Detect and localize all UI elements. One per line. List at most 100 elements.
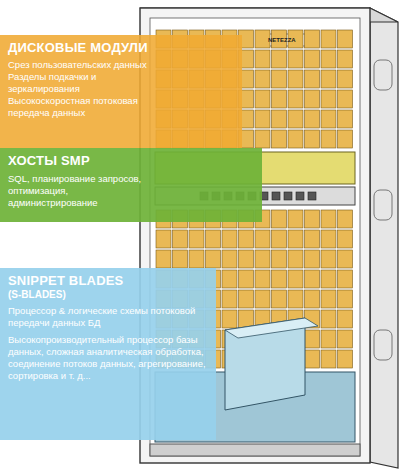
- disk-bay: [321, 210, 336, 228]
- switch-port: [272, 192, 280, 200]
- disk-bay: [255, 250, 270, 268]
- disk-bay: [222, 250, 237, 268]
- disk-bay: [288, 270, 303, 288]
- disk-bay: [288, 110, 303, 128]
- switch-port: [308, 192, 316, 200]
- disk-bay: [305, 330, 320, 348]
- band-text: Срез пользовательских данных: [8, 59, 158, 71]
- disk-bay: [206, 250, 221, 268]
- disk-bay: [305, 230, 320, 248]
- disk-bay: [156, 230, 171, 248]
- disk-bay: [255, 50, 270, 68]
- band-text: Высокоскоростная потоковая передача данн…: [8, 95, 158, 119]
- disk-bay: [239, 230, 254, 248]
- band-text: Разделы подкачки и зеркалирования: [8, 71, 158, 95]
- disk-bay: [272, 250, 287, 268]
- disk-bay: [255, 70, 270, 88]
- disk-bay: [338, 310, 353, 328]
- disk-bay: [305, 290, 320, 308]
- pulled-blade-top: [225, 318, 318, 338]
- band-heading: ДИСКОВЫЕ МОДУЛИ: [8, 40, 158, 55]
- disk-bay: [288, 90, 303, 108]
- disk-bay: [189, 250, 204, 268]
- disk-bay: [206, 230, 221, 248]
- disk-bay: [255, 130, 270, 148]
- disk-bay: [305, 90, 320, 108]
- disk-bay: [305, 210, 320, 228]
- disk-bay: [255, 290, 270, 308]
- disk-bay: [338, 230, 353, 248]
- disk-bay: [305, 250, 320, 268]
- disk-bay: [272, 290, 287, 308]
- disk-bay: [321, 310, 336, 328]
- disk-bay: [173, 250, 188, 268]
- disk-bay: [173, 230, 188, 248]
- disk-bay: [255, 90, 270, 108]
- disk-bay: [321, 270, 336, 288]
- disk-bay: [239, 250, 254, 268]
- disk-bay: [321, 230, 336, 248]
- disk-bay: [189, 230, 204, 248]
- band-text: Высокопроизводительный процессор базы да…: [8, 334, 208, 382]
- disk-bay: [338, 250, 353, 268]
- disk-bay: [288, 250, 303, 268]
- disk-bay: [338, 330, 353, 348]
- disk-bay: [222, 310, 237, 328]
- disk-bay: [338, 130, 353, 148]
- disk-bay: [239, 290, 254, 308]
- disk-bay: [305, 110, 320, 128]
- disk-bay: [255, 30, 270, 48]
- disk-bay: [288, 230, 303, 248]
- rack-vent: [374, 60, 392, 90]
- disk-bay: [338, 110, 353, 128]
- disk-bay: [338, 290, 353, 308]
- disk-bay: [272, 230, 287, 248]
- switch-port: [284, 192, 292, 200]
- band-text: Процессор & логические схемы потоковой п…: [8, 305, 208, 329]
- disk-bay: [321, 50, 336, 68]
- disk-bay: [338, 70, 353, 88]
- snippet-blade-band: SNIPPET BLADES(S-BLADES)Процессор & логи…: [0, 268, 216, 440]
- disk-module-band: ДИСКОВЫЕ МОДУЛИ Срез пользовательских дан…: [0, 35, 242, 148]
- disk-bay: [239, 270, 254, 288]
- disk-bay: [321, 330, 336, 348]
- disk-bay: [321, 290, 336, 308]
- disk-bay: [288, 130, 303, 148]
- disk-bay: [338, 270, 353, 288]
- disk-bay: [338, 50, 353, 68]
- disk-bay: [222, 230, 237, 248]
- disk-bay: [321, 110, 336, 128]
- smp-host-band: ХОСТЫ SMP SQL, планирование запросов, опт…: [0, 148, 262, 222]
- disk-bay: [305, 70, 320, 88]
- disk-bay: [255, 270, 270, 288]
- disk-bay: [288, 210, 303, 228]
- disk-bay: [338, 350, 353, 368]
- band-heading: ХОСТЫ SMP: [8, 153, 158, 168]
- disk-bay: [338, 30, 353, 48]
- disk-bay: [272, 50, 287, 68]
- disk-bay: [321, 90, 336, 108]
- disk-bay: [222, 270, 237, 288]
- band-text: SQL, планирование запросов, оптимизация,…: [8, 173, 158, 209]
- disk-bay: [321, 250, 336, 268]
- disk-bay: [338, 90, 353, 108]
- disk-bay: [305, 50, 320, 68]
- disk-bay: [338, 210, 353, 228]
- disk-bay: [321, 30, 336, 48]
- disk-bay: [156, 250, 171, 268]
- disk-bay: [305, 270, 320, 288]
- rack-base: [150, 444, 360, 456]
- logo-text: NETEZZA: [268, 37, 296, 43]
- disk-bay: [305, 30, 320, 48]
- disk-bay: [321, 130, 336, 148]
- switch-port: [296, 192, 304, 200]
- disk-bay: [239, 310, 254, 328]
- disk-bay: [321, 350, 336, 368]
- disk-bay: [255, 110, 270, 128]
- disk-bay: [288, 70, 303, 88]
- disk-bay: [305, 130, 320, 148]
- disk-bay: [272, 270, 287, 288]
- band-heading: SNIPPET BLADES: [8, 273, 208, 288]
- rack-vent: [374, 330, 392, 360]
